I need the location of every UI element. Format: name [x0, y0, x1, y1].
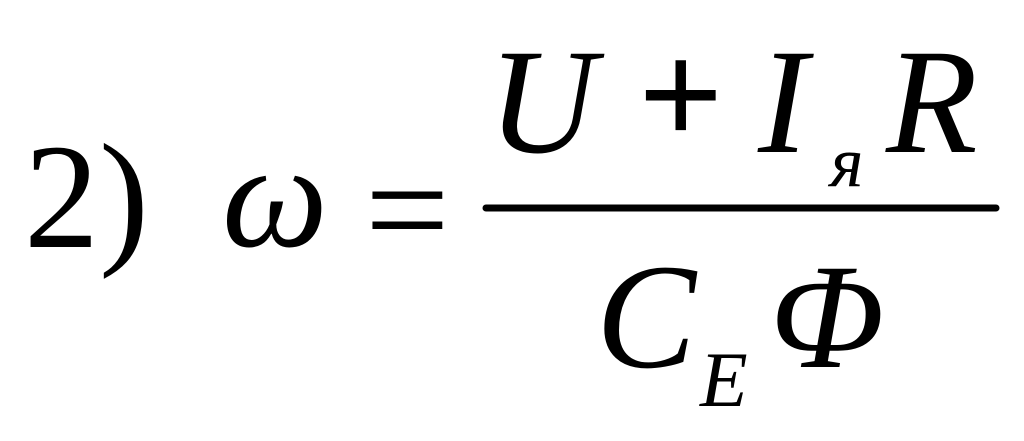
- denominator: C E Φ: [596, 234, 884, 423]
- equals-sign: =: [365, 127, 450, 293]
- current-subscript: я: [827, 122, 863, 202]
- omega-symbol: ω: [222, 113, 328, 279]
- voltage-symbol: U: [488, 19, 605, 185]
- resistance-symbol: R: [885, 19, 978, 185]
- numerator: U + I я R: [488, 12, 978, 202]
- constant-symbol: C: [596, 234, 698, 400]
- flux-symbol: Φ: [770, 234, 884, 400]
- current-symbol: I: [757, 19, 814, 185]
- item-number: 2): [24, 114, 149, 280]
- constant-subscript: E: [699, 336, 748, 423]
- plus-sign: +: [638, 12, 723, 178]
